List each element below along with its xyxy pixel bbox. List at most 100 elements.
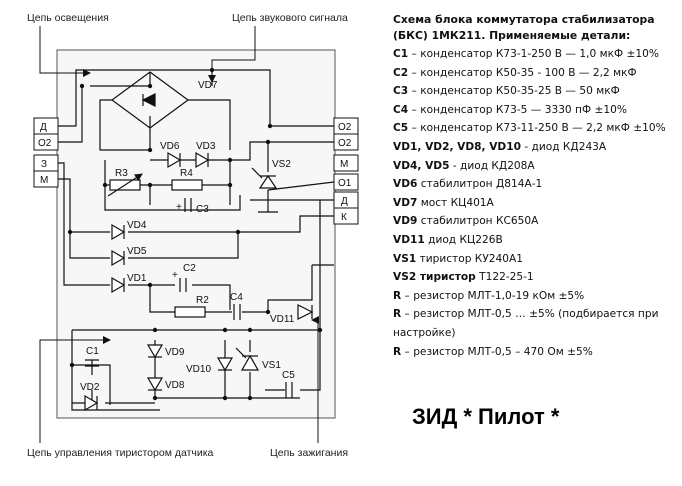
parts-row-text: – конденсатор К73-11-250 В — 2,2 мкФ ±10… (408, 122, 666, 135)
svg-text:R4: R4 (180, 168, 193, 179)
parts-row: R – резистор МЛТ-0,5 … ±5% (подбирается … (393, 305, 681, 342)
vd3-symbol (195, 151, 210, 169)
parts-row-text: – конденсатор К73-1-250 В — 1,0 мкФ ±10% (408, 48, 659, 60)
svg-text:VD8: VD8 (165, 380, 185, 391)
parts-row: C1 – конденсатор К73-1-250 В — 1,0 мкФ ±… (393, 45, 681, 64)
parts-title-line1: Схема блока коммутатора стабилизатора (393, 13, 655, 26)
svg-text:VD2: VD2 (80, 382, 100, 393)
svg-text:C3: C3 (196, 204, 209, 215)
right-pin-o1: О1 (338, 178, 352, 189)
parts-row: VD11 диод КЦ226В (393, 231, 681, 250)
parts-row-ref: VD9 (393, 215, 418, 228)
parts-row: VD9 стабилитрон КС650А (393, 212, 681, 231)
svg-text:R3: R3 (115, 168, 128, 179)
vd1-symbol (111, 276, 126, 294)
svg-text:VS2: VS2 (272, 159, 291, 170)
parts-row: C3 – конденсатор К50-35-25 В — 50 мкФ (393, 82, 681, 101)
left-pin-d: Д (40, 122, 47, 133)
parts-row: VD4, VD5 - диод КД208А (393, 157, 681, 176)
parts-row-text: – резистор МЛТ-0,5 … ±5% (подбирается пр… (393, 308, 659, 339)
parts-row: VD6 стабилитрон Д814А-1 (393, 175, 681, 194)
parts-row: R – резистор МЛТ-1,0-19 кОм ±5% (393, 287, 681, 306)
parts-row: VS1 тиристор КУ240А1 (393, 250, 681, 269)
parts-row-text: - диод КД208А (449, 159, 535, 172)
parts-row-ref: C2 (393, 66, 409, 79)
callout-ignition: Цепь зажигания (270, 447, 348, 459)
parts-title-line2: (БКС) 1МК211. Применяемые детали: (393, 29, 631, 42)
parts-rows: C1 – конденсатор К73-1-250 В — 1,0 мкФ ±… (393, 45, 681, 361)
parts-row-ref: VD11 (393, 233, 425, 246)
vd6-symbol (167, 151, 182, 169)
parts-row-text: Т122-25-1 (475, 271, 534, 284)
parts-row-text: диод КЦ226В (424, 233, 503, 246)
vd8-symbol (146, 377, 164, 392)
svg-text:VD3: VD3 (196, 141, 216, 152)
parts-row-ref: C3 (393, 85, 409, 98)
parts-row-text: – резистор МЛТ-0,5 – 470 Ом ±5% (401, 345, 593, 358)
parts-row-text: – конденсатор К50-35 - 100 В — 2,2 мкФ (408, 66, 637, 79)
right-pin-d: Д (341, 196, 348, 207)
vd2-symbol (84, 394, 99, 412)
component-symbols (84, 71, 314, 412)
svg-text:VD9: VD9 (165, 347, 185, 358)
vs2-symbol (258, 174, 278, 189)
parts-row-ref: VD6 (393, 178, 418, 191)
vd5-symbol (111, 249, 126, 267)
parts-row-text: стабилитрон КС650А (417, 215, 539, 228)
svg-text:VD11: VD11 (270, 314, 295, 325)
left-pin-block: Д О2 З М (33, 117, 59, 188)
right-pin-o2-a: О2 (338, 122, 352, 133)
c4-symbol (233, 304, 241, 320)
parts-row: C4 – конденсатор К73-5 — 3330 пФ ±10% (393, 101, 681, 120)
parts-row-text: – конденсатор К50-35-25 В — 50 мкФ (408, 85, 620, 98)
parts-row-text: тиристор КУ240А1 (416, 252, 523, 265)
parts-row-ref: VS2 тиристор (393, 271, 476, 284)
vd7-bridge (110, 71, 190, 129)
svg-text:VD10: VD10 (186, 364, 211, 375)
svg-text:VD4: VD4 (127, 220, 147, 231)
svg-text:R2: R2 (196, 295, 209, 306)
svg-text:C5: C5 (282, 370, 295, 381)
parts-row-ref: C4 (393, 103, 409, 116)
junctions (67, 67, 323, 401)
wiring (58, 69, 335, 411)
parts-row-ref: C5 (393, 122, 409, 135)
parts-row-text: - диод КД243А (520, 140, 607, 153)
right-pin-block: О2 О2 М О1 Д К (333, 117, 359, 225)
schematic-diagram: Цепь освещения Цепь звукового сигнала Це… (27, 12, 359, 459)
brand-caption: ЗИД * Пилот * (412, 404, 560, 429)
parts-row-ref: VD1, VD2, VD8, VD10 (393, 140, 521, 153)
parts-row-ref: R (393, 308, 402, 321)
callout-sound: Цепь звукового сигнала (232, 12, 348, 24)
c3-symbol (184, 198, 192, 212)
parts-row-ref: R (393, 289, 402, 302)
svg-text:VD1: VD1 (127, 273, 147, 284)
parts-row-ref: R (393, 345, 402, 358)
component-labels: VD7 VD6 VD3 VS2 R3 R4 + C3 VD4 VD5 VD1 +… (80, 80, 295, 393)
right-pin-k: К (341, 212, 347, 223)
r4-symbol (171, 179, 203, 191)
parts-row: VD7 мост КЦ401А (393, 194, 681, 213)
parts-row-text: мост КЦ401А (417, 196, 494, 209)
svg-text:VD7: VD7 (198, 80, 218, 91)
callout-thyristor: Цепь управления тиристором датчика (27, 447, 214, 459)
vd9-symbol (146, 344, 164, 359)
svg-text:C1: C1 (86, 346, 99, 357)
parts-row-ref: VD4, VD5 (393, 159, 450, 172)
c2-symbol (179, 278, 187, 292)
parts-row: VS2 тиристор Т122-25-1 (393, 268, 681, 287)
svg-text:+: + (172, 270, 178, 281)
parts-row: VD1, VD2, VD8, VD10 - диод КД243А (393, 138, 681, 157)
svg-text:VD5: VD5 (127, 246, 147, 257)
left-pin-o2: О2 (38, 138, 52, 149)
parts-row-ref: C1 (393, 48, 409, 60)
right-pin-m: М (340, 159, 348, 170)
parts-row: C2 – конденсатор К50-35 - 100 В — 2,2 мк… (393, 64, 681, 83)
callout-lighting: Цепь освещения (27, 12, 109, 24)
c5-symbol (285, 382, 293, 398)
board-outline (56, 49, 336, 419)
left-pin-z: З (41, 159, 47, 170)
vd11-symbol (297, 304, 314, 320)
vs1-symbol (240, 354, 260, 371)
vd10-symbol (216, 357, 234, 372)
